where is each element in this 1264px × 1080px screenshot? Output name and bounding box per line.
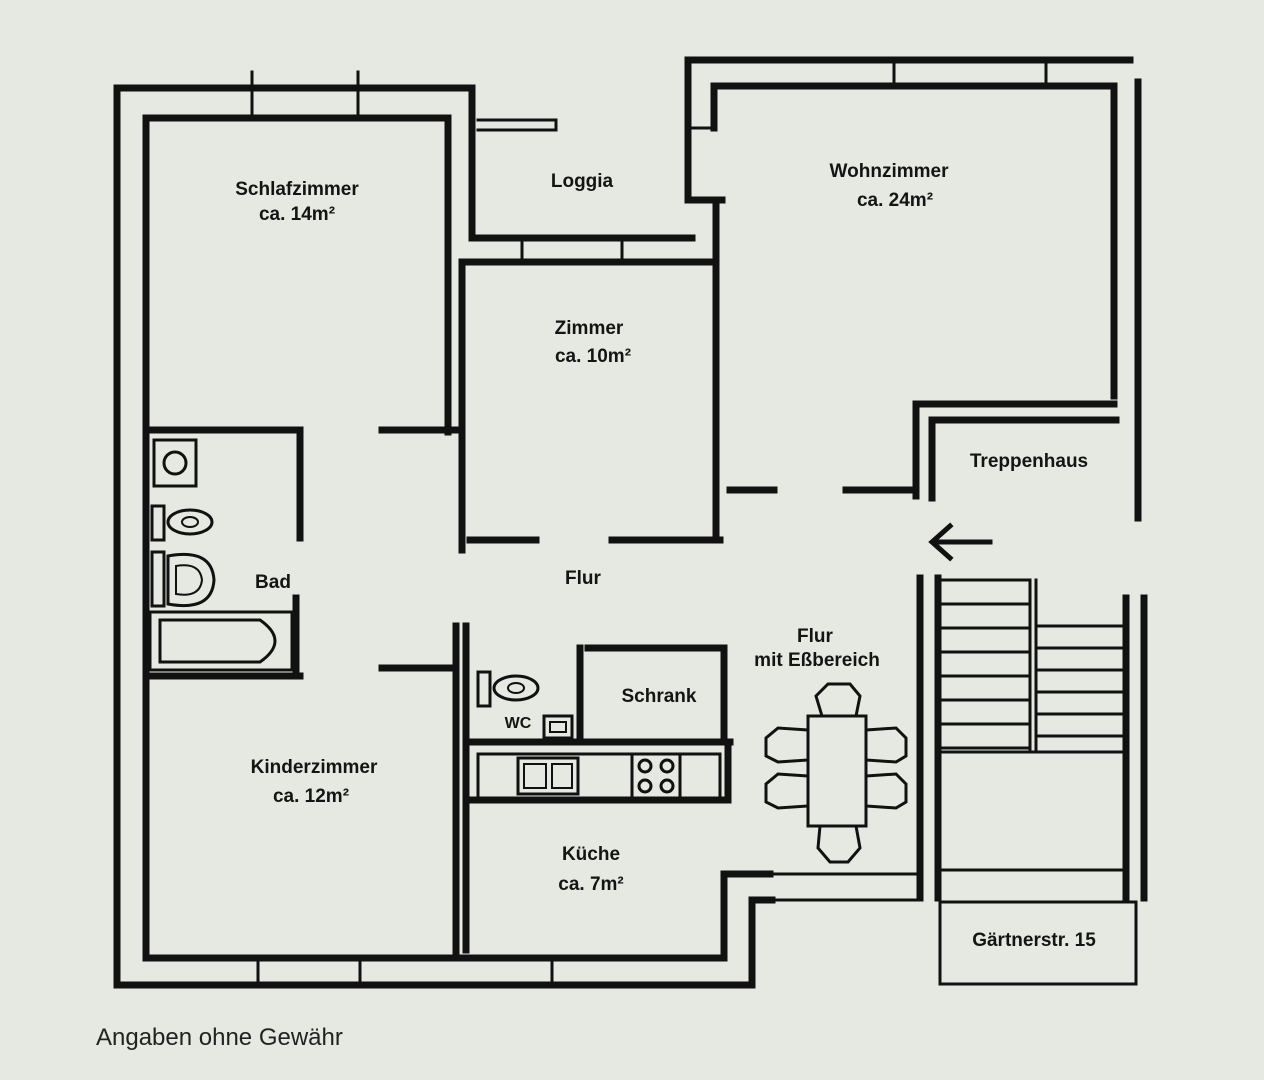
interior-walls bbox=[142, 114, 1120, 989]
toilet-icon bbox=[476, 670, 574, 740]
room-name-kueche: Küche bbox=[562, 844, 620, 865]
loggia-walls bbox=[468, 56, 726, 242]
disclaimer-footnote: Angaben ohne Gewähr bbox=[96, 1024, 343, 1051]
room-area-wohnzimmer: ca. 24m² bbox=[857, 190, 933, 211]
room-name-schrank: Schrank bbox=[622, 686, 697, 707]
room-name-treppenhaus: Treppenhaus bbox=[970, 451, 1088, 472]
room-name-schlafzimmer: Schlafzimmer bbox=[235, 179, 359, 200]
room-area-zimmer: ca. 10m² bbox=[555, 346, 631, 367]
entrance-arrow-icon bbox=[928, 522, 993, 562]
room-area-schlafzimmer: ca. 14m² bbox=[259, 204, 335, 225]
bathtub-icon bbox=[148, 610, 294, 672]
washing-machine-icon bbox=[152, 438, 198, 488]
room-name-wohnzimmer: Wohnzimmer bbox=[830, 161, 950, 182]
room-name-wc: WC bbox=[505, 715, 532, 732]
address-label: Gärtnerstr. 15 bbox=[972, 930, 1096, 951]
room-name-loggia: Loggia bbox=[551, 171, 614, 192]
outer-walls bbox=[113, 56, 1142, 989]
room-name-flur-essbereich: Flur bbox=[797, 626, 833, 647]
dining-table-icon bbox=[764, 682, 908, 864]
staircase-icon bbox=[916, 574, 1148, 902]
room-name-zimmer: Zimmer bbox=[555, 318, 624, 339]
room-name-kinderzimmer: Kinderzimmer bbox=[251, 757, 378, 778]
sink-icon bbox=[150, 550, 216, 608]
address-box bbox=[938, 900, 1138, 986]
toilet-icon bbox=[150, 504, 214, 542]
room-area-kinderzimmer: ca. 12m² bbox=[273, 786, 349, 807]
room-name-bad: Bad bbox=[255, 572, 291, 593]
kitchen-counter bbox=[476, 752, 722, 800]
stove-icon bbox=[630, 752, 682, 800]
sink-icon bbox=[516, 756, 580, 796]
room-subtitle-flur-essbereich: mit Eßbereich bbox=[754, 650, 880, 671]
room-area-kueche: ca. 7m² bbox=[558, 874, 623, 895]
room-name-flur: Flur bbox=[565, 568, 601, 589]
